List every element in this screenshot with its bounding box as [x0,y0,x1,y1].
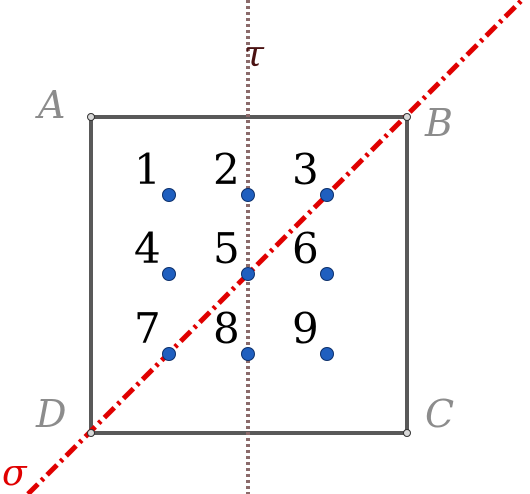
cell-number-9: 9 [292,304,319,353]
cell-dot-3 [320,188,334,202]
cell-dot-1 [162,188,176,202]
vertex-point-c [403,429,411,437]
vertex-label-a: A [35,83,65,127]
cell-number-6: 6 [292,224,319,273]
vertex-label-b: B [424,101,453,145]
vertex-point-b [403,113,411,121]
tau-axis-label: τ [244,34,265,75]
cell-dot-2 [241,188,255,202]
vertex-point-d [87,429,95,437]
cell-number-7: 7 [134,304,161,353]
cell-dot-6 [320,267,334,281]
cell-number-5: 5 [213,224,240,273]
sigma-axis-label: σ [2,453,28,494]
cell-number-4: 4 [134,224,161,273]
vertex-label-c: C [425,392,454,436]
cell-dot-8 [241,347,255,361]
vertex-point-a [87,113,95,121]
cell-dot-4 [162,267,176,281]
cell-dot-5 [241,267,255,281]
cell-number-1: 1 [134,145,161,194]
vertex-label-d: D [35,392,66,436]
sigma-axis-line [26,0,526,494]
cell-number-3: 3 [292,145,319,194]
cell-number-8: 8 [213,304,240,353]
cell-number-2: 2 [213,145,240,194]
cell-dot-7 [162,347,176,361]
cell-dot-9 [320,347,334,361]
